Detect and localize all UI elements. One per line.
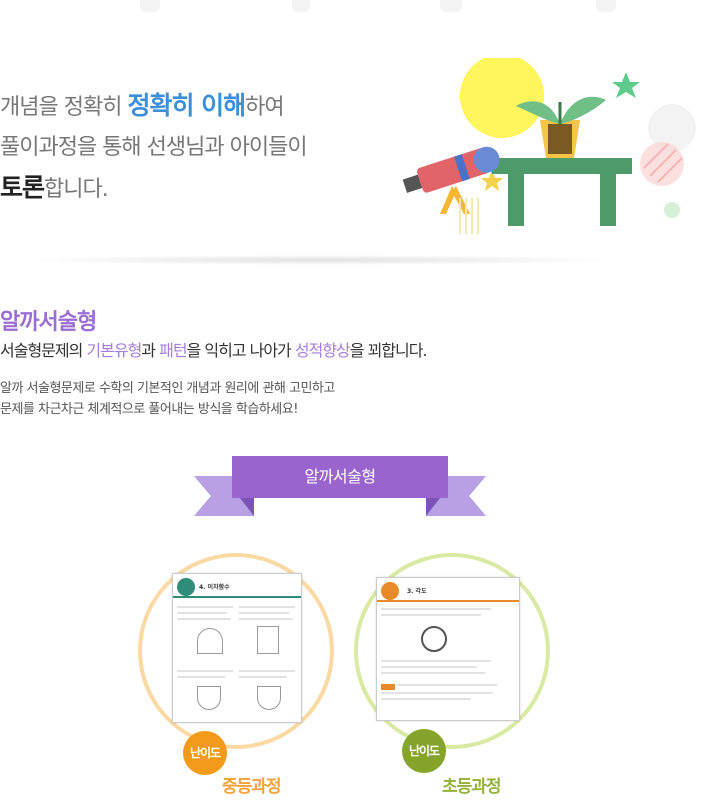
hero-highlight-understand: 정확히 이해 bbox=[127, 91, 246, 120]
hero-highlight-discuss: 토론 bbox=[0, 173, 45, 202]
ribbon-label: 알까서술형 bbox=[232, 456, 448, 498]
course-label-elementary[interactable]: 초등과정 bbox=[442, 777, 502, 797]
difficulty-badge-elementary: 난이도 bbox=[402, 729, 446, 773]
worksheet-thumbnail-elementary: 3. 각도 bbox=[376, 577, 520, 721]
section-title: 알까서술형 bbox=[0, 310, 97, 335]
telescope-plant-illustration bbox=[402, 58, 696, 234]
ribbon-banner: 알까서술형 bbox=[194, 454, 486, 520]
section-description: 알까 서술형문제로 수학의 기본적인 개념과 원리에 관해 고민하고 문제를 차… bbox=[0, 381, 335, 417]
section-divider bbox=[20, 255, 620, 265]
clock-icon bbox=[421, 626, 447, 652]
section-subtitle: 서술형문제의 기본유형과 패턴을 익히고 나아가 성적향상을 꾀합니다. bbox=[0, 341, 428, 360]
course-circle-elementary[interactable]: 3. 각도 bbox=[354, 553, 550, 749]
top-faint-remnants bbox=[0, 0, 721, 14]
course-circle-middle[interactable]: 4. 이차함수 bbox=[138, 553, 334, 749]
hero-line-1: 개념을 정확히 정확히 이해하여 bbox=[0, 91, 285, 120]
hero-text: 개념을 정확히 정확히 이해하여 풀이과정을 통해 선생님과 아이들이 토론합니… bbox=[0, 86, 420, 210]
hero-line-3: 토론합니다. bbox=[0, 173, 109, 202]
worksheet-logo-icon bbox=[177, 578, 195, 596]
hero-line-2: 풀이과정을 통해 선생님과 아이들이 bbox=[0, 135, 308, 160]
worksheet-thumbnail-middle: 4. 이차함수 bbox=[172, 573, 302, 723]
course-label-middle[interactable]: 중등과정 bbox=[222, 777, 282, 797]
difficulty-badge-middle: 난이도 bbox=[183, 731, 227, 775]
worksheet-logo-icon bbox=[381, 582, 399, 600]
